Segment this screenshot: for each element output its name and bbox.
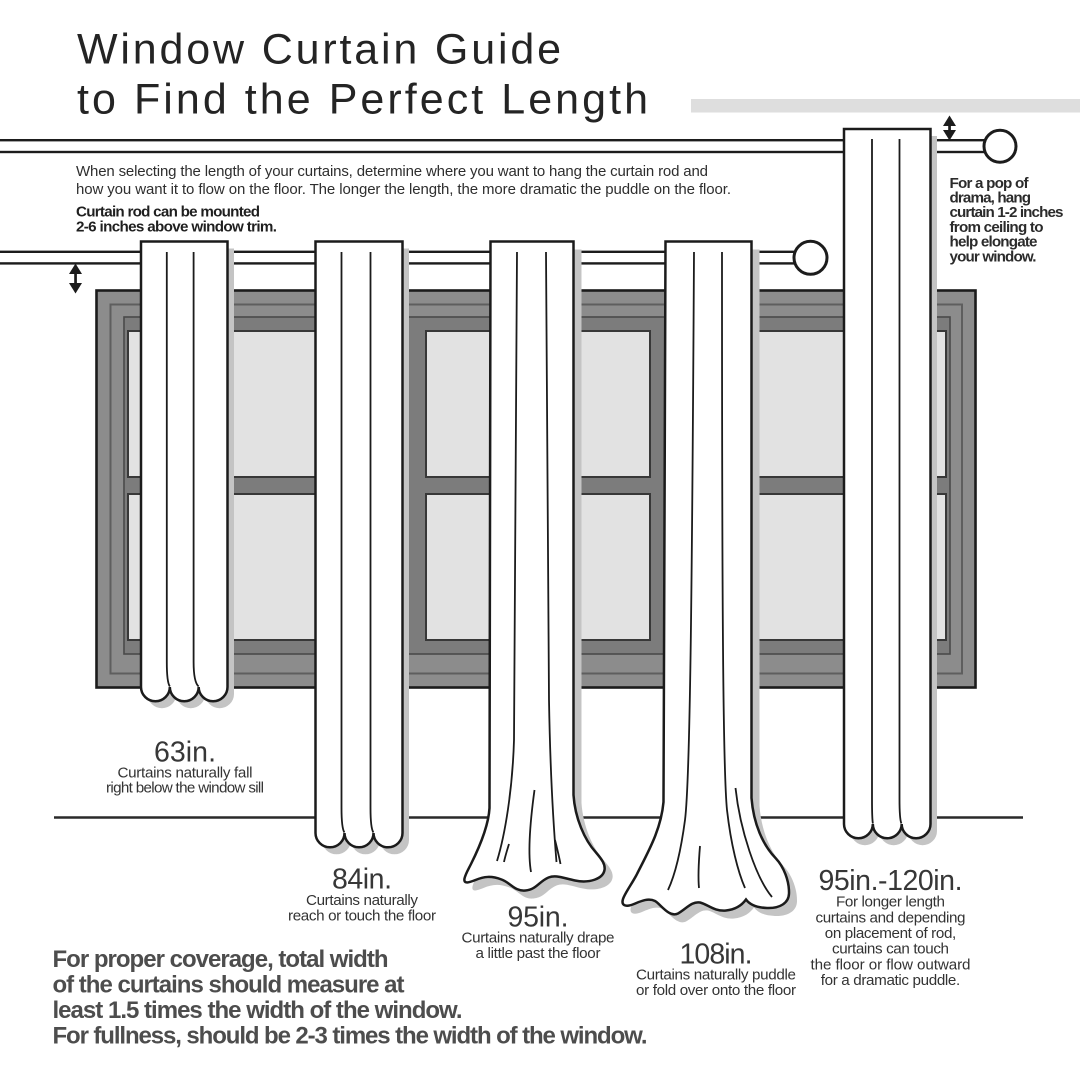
svg-text:95in.-120in.: 95in.-120in.	[819, 865, 963, 897]
svg-text:2-6 inches above window trim.: 2-6 inches above window trim.	[76, 219, 277, 236]
svg-text:For fullness, should be 2-3 ti: For fullness, should be 2-3 times the wi…	[53, 1023, 648, 1050]
svg-text:a little past the floor: a little past the floor	[476, 945, 601, 962]
svg-text:the floor or flow outward: the floor or flow outward	[811, 956, 971, 973]
svg-text:63in.: 63in.	[154, 737, 216, 769]
svg-text:reach or touch the floor: reach or touch the floor	[288, 908, 436, 925]
svg-text:Curtains naturally drape: Curtains naturally drape	[462, 930, 615, 947]
svg-text:For a pop of: For a pop of	[950, 175, 1030, 192]
svg-text:of the curtains should measure: of the curtains should measure at	[53, 972, 405, 999]
svg-text:curtains and depending: curtains and depending	[816, 909, 966, 926]
svg-text:Curtains naturally: Curtains naturally	[306, 892, 418, 909]
svg-text:Curtains naturally fall: Curtains naturally fall	[118, 765, 253, 782]
svg-text:on placement of rod,: on placement of rod,	[825, 925, 957, 942]
svg-text:curtain 1-2 inches: curtain 1-2 inches	[950, 204, 1064, 221]
svg-text:95in.: 95in.	[508, 902, 569, 934]
svg-text:drama, hang: drama, hang	[950, 190, 1032, 207]
svg-text:right below the window sill: right below the window sill	[106, 780, 264, 797]
svg-text:Curtains naturally puddle: Curtains naturally puddle	[636, 967, 796, 984]
svg-text:Curtain rod can be mounted: Curtain rod can be mounted	[76, 204, 260, 221]
svg-text:108in.: 108in.	[680, 939, 753, 971]
svg-text:For longer length: For longer length	[836, 894, 945, 911]
svg-text:Window Curtain Guide: Window Curtain Guide	[77, 26, 561, 74]
svg-text:help elongate: help elongate	[950, 234, 1038, 251]
svg-text:how you want it to flow on the: how you want it to flow on the floor. Th…	[76, 181, 731, 198]
svg-text:least 1.5 times the width of t: least 1.5 times the width of the window.	[53, 997, 463, 1024]
svg-text:from ceiling to: from ceiling to	[950, 219, 1044, 236]
svg-text:your window.: your window.	[950, 248, 1037, 265]
svg-text:to Find the Perfect Length: to Find the Perfect Length	[77, 76, 648, 124]
svg-text:for a dramatic puddle.: for a dramatic puddle.	[821, 972, 961, 989]
svg-text:84in.: 84in.	[332, 864, 392, 896]
svg-text:For proper coverage, total wid: For proper coverage, total width	[53, 946, 389, 973]
svg-text:curtains can touch: curtains can touch	[832, 941, 949, 958]
svg-text:When selecting the length of y: When selecting the length of your curtai…	[76, 163, 708, 180]
svg-text:or fold over onto the floor: or fold over onto the floor	[636, 982, 796, 999]
